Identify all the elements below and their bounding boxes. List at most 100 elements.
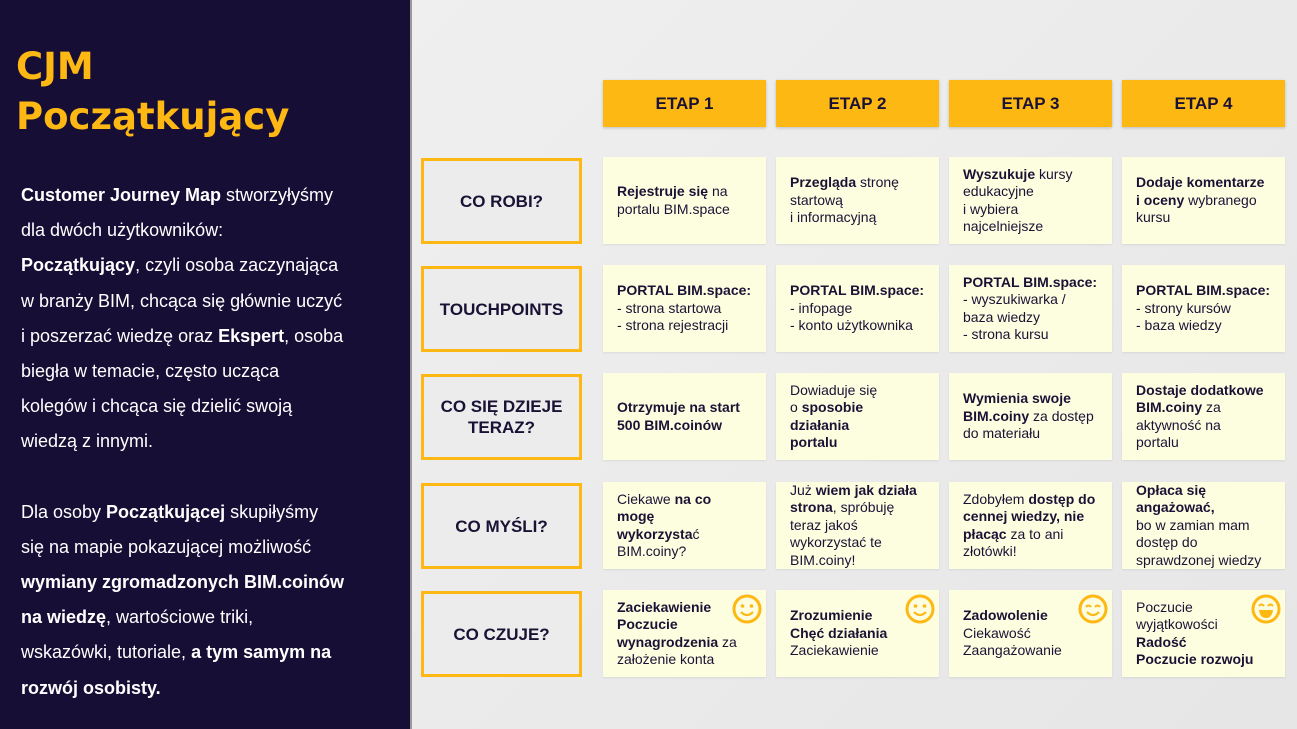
- text-line: - wyszukiwarka /: [963, 291, 1098, 309]
- text: i poszerzać wiedzę oraz: [21, 325, 219, 346]
- text: - strony kursów: [1136, 299, 1231, 316]
- text-line: Rejestruje się na: [617, 183, 752, 201]
- text: - wyszukiwarka /: [963, 291, 1066, 307]
- text-line: PORTAL BIM.space:: [1136, 282, 1271, 300]
- text: wiedzą z innymi.: [21, 431, 154, 452]
- text: wyjątkowości: [1136, 616, 1218, 632]
- bold-text: i oceny: [1136, 191, 1185, 208]
- text-line: angażować,: [1136, 499, 1271, 517]
- text: o: [790, 399, 802, 415]
- text-line: aktywność na: [1136, 417, 1271, 435]
- text: za: [718, 633, 737, 650]
- stage-header-1: ETAP 1: [603, 80, 766, 127]
- text-line: Chęć działania: [790, 625, 925, 643]
- row-label: CO SIĘ DZIEJE TERAZ?: [421, 374, 582, 460]
- row-label: CO CZUJE?: [421, 591, 582, 677]
- text: - baza wiedzy: [1136, 317, 1222, 334]
- text: , wartościowe triki,: [106, 607, 254, 628]
- bold-text: Zaciekawienie: [617, 598, 712, 615]
- text-line: wykorzystać: [617, 526, 752, 544]
- bold-text: PORTAL BIM.space:: [1136, 282, 1271, 299]
- text-line: BIM.coiny!: [790, 552, 925, 570]
- text-line: BIM.coiny?: [617, 543, 752, 561]
- text: najcelniejsze: [963, 218, 1044, 234]
- text-line: bo w zamian mam: [1136, 517, 1271, 535]
- text: Zaangażowanie: [963, 642, 1062, 659]
- text: sprawdzonej wiedzy: [1136, 551, 1262, 568]
- bold-text: Radość: [1136, 633, 1187, 650]
- text: - strona startowa: [617, 299, 722, 316]
- bold-text: Ekspert: [218, 325, 285, 346]
- text-line: Ciekawość: [963, 625, 1098, 643]
- text: i wybiera: [963, 200, 1019, 217]
- text-line: Zaciekawienie: [790, 642, 925, 660]
- text: BIM.coiny!: [790, 551, 856, 568]
- text-line: dostęp do: [1136, 534, 1271, 552]
- text: kursu: [1136, 209, 1171, 226]
- text: na: [708, 183, 728, 199]
- text: portalu: [1136, 434, 1179, 450]
- text-line: - baza wiedzy: [1136, 317, 1271, 335]
- title-line: Początkujący: [16, 95, 290, 138]
- text-line: teraz jakoś: [790, 517, 925, 535]
- text-line: PORTAL BIM.space:: [963, 274, 1098, 292]
- bold-text: rozwój osobisty.: [21, 677, 161, 698]
- text: kursy: [1035, 165, 1073, 182]
- text: - strona kursu: [963, 326, 1049, 342]
- text-line: i poszerzać wiedzę oraz Ekspert, osoba: [21, 319, 401, 354]
- text-line: Customer Journey Map stworzyłyśmy: [21, 178, 401, 213]
- journey-cell: PORTAL BIM.space:- strony kursów- baza w…: [1122, 265, 1285, 352]
- bold-text: Zrozumienie: [790, 607, 873, 624]
- text: aktywność na: [1136, 416, 1221, 433]
- bold-text: portalu: [790, 434, 838, 450]
- bold-text: a tym samym na: [191, 642, 332, 663]
- text-line: Już wiem jak działa: [790, 482, 925, 500]
- text-line: Dodaje komentarze: [1136, 174, 1271, 192]
- text-line: edukacyjne: [963, 183, 1098, 201]
- text: ć: [692, 525, 700, 542]
- bold-text: Rejestruje się: [617, 183, 709, 199]
- text-line: kolegów i chcąca się dzielić swoją: [21, 389, 401, 424]
- text-line: portalu: [790, 434, 925, 452]
- text-line: Dowiaduje się: [790, 382, 925, 400]
- text: BIM.coiny?: [617, 543, 687, 559]
- bold-text: wykorzysta: [617, 525, 693, 542]
- row-label: TOUCHPOINTS: [421, 266, 582, 352]
- text-line: [21, 460, 401, 495]
- text-line: Zadowolenie: [963, 607, 1098, 625]
- text-line: - strona rejestracji: [617, 317, 752, 335]
- text-line: Zaciekawienie: [617, 599, 752, 617]
- text-line: Otrzymuje na start: [617, 399, 752, 417]
- text: teraz jakoś: [790, 516, 858, 533]
- text: portalu BIM.space: [617, 200, 730, 217]
- text-line: wyjątkowości: [1136, 616, 1271, 634]
- text: się na mapie pokazującej możliwość: [21, 536, 312, 557]
- stage-header-4: ETAP 4: [1122, 80, 1285, 127]
- text-line: i informacyjną: [790, 209, 925, 227]
- text-line: najcelniejsze: [963, 218, 1098, 236]
- text-line: - strona kursu: [963, 326, 1098, 344]
- text-line: strona, spróbuję: [790, 499, 925, 517]
- bold-text: Otrzymuje na start: [617, 399, 740, 415]
- text-line: Wymienia swoje: [963, 390, 1098, 408]
- text: - strona rejestracji: [617, 317, 729, 334]
- text: Już: [790, 481, 816, 498]
- page-title: CJM Początkujący: [16, 42, 289, 142]
- text-line: - strony kursów: [1136, 300, 1271, 318]
- journey-cell: PORTAL BIM.space:- wyszukiwarka /baza wi…: [949, 265, 1112, 352]
- text-line: się na mapie pokazującej możliwość: [21, 530, 401, 565]
- text-line: założenie konta: [617, 651, 752, 669]
- bold-text: Wyszukuje: [963, 165, 1036, 182]
- text-line: na wiedzę, wartościowe triki,: [21, 600, 401, 635]
- text: wskazówki, tutoriale,: [21, 642, 192, 663]
- text-line: startową: [790, 192, 925, 210]
- bold-text: Dodaje komentarze: [1136, 174, 1265, 191]
